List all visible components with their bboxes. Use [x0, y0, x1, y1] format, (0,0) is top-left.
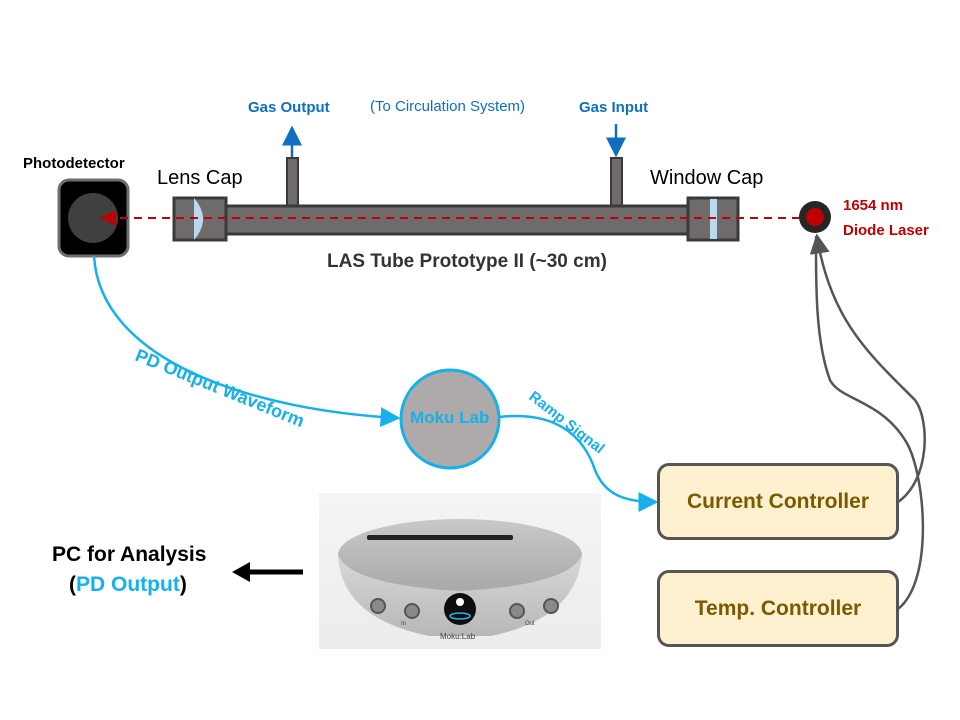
pd-waveform-connector	[92, 255, 401, 428]
moku-lab-photo: Moku:Lab In Out	[319, 493, 601, 649]
laser-type-label: Diode Laser	[843, 222, 929, 239]
pc-pd-output-label: PD Output	[76, 573, 180, 596]
temp-controller-label: Temp. Controller	[694, 596, 862, 620]
lens-cap-label: Lens Cap	[157, 167, 243, 189]
diode-laser-emitter	[806, 208, 824, 226]
gas-output-label: Gas Output	[248, 99, 330, 116]
pc-output-line: (PD Output)	[69, 573, 187, 597]
pc-arrow-head	[232, 562, 250, 582]
gas-input-pipe	[610, 157, 623, 209]
lens-element	[194, 198, 203, 240]
current-controller-cable	[809, 233, 926, 504]
photodetector-label: Photodetector	[23, 155, 125, 172]
bnc-out-1	[509, 603, 525, 619]
device-brand-label: Moku:Lab	[440, 632, 476, 641]
gas-input-label: Gas Input	[579, 99, 649, 116]
device-out-label: Out	[525, 621, 535, 627]
pc-analysis-label: PC for Analysis	[52, 543, 207, 566]
temp-controller-cable	[814, 235, 925, 610]
current-controller-box: Current Controller	[657, 463, 899, 540]
bnc-out-2	[543, 598, 559, 614]
ramp-signal-connector	[498, 414, 659, 512]
moku-lab-label: Moku Lab	[410, 408, 490, 427]
photodetector-sensor	[68, 193, 118, 243]
tube-label: LAS Tube Prototype II (~30 cm)	[327, 251, 607, 272]
circulation-label: (To Circulation System)	[370, 98, 526, 115]
device-slot	[367, 535, 513, 540]
window-cap-label: Window Cap	[650, 167, 764, 189]
current-controller-label: Current Controller	[686, 489, 869, 513]
las-tube	[222, 204, 692, 236]
pc-open-paren: (	[69, 573, 76, 596]
device-logo-badge	[444, 593, 476, 625]
temp-controller-box: Temp. Controller	[657, 570, 899, 647]
moku-lab-node	[399, 368, 501, 470]
gas-output-pipe	[286, 157, 299, 209]
device-in-label: In	[401, 621, 407, 627]
pc-close-paren: )	[179, 573, 187, 596]
bnc-in-1	[370, 598, 386, 614]
moku-lab-device-illustration	[338, 519, 582, 636]
device-logo-ripple	[449, 612, 471, 620]
device-logo-dot	[456, 598, 464, 606]
bnc-in-2	[404, 603, 420, 619]
laser-wavelength-label: 1654 nm	[843, 197, 904, 214]
